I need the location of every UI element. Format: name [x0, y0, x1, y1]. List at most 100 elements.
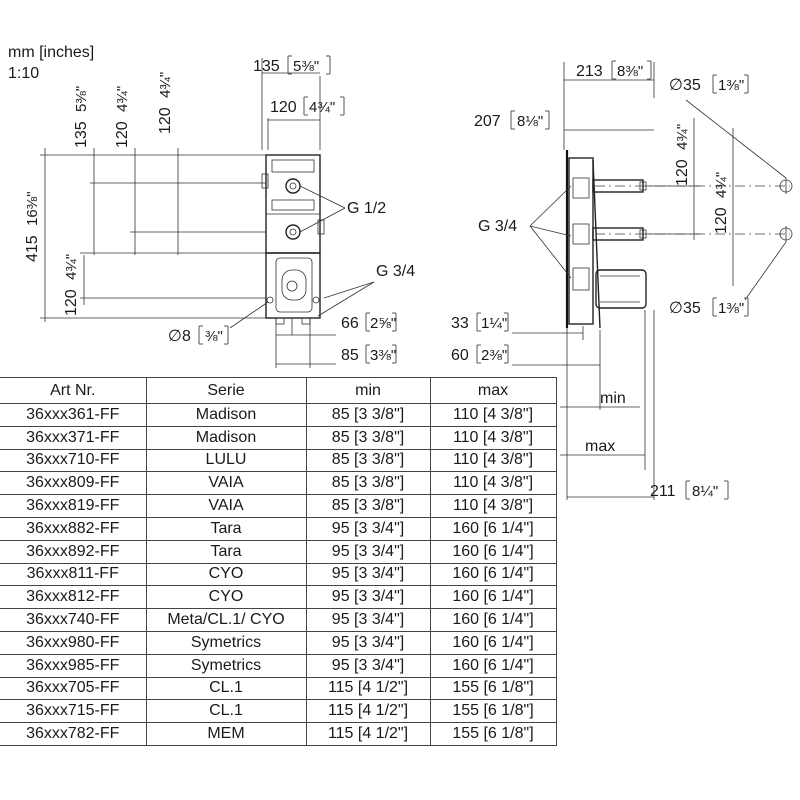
- min-cell: 115 [4 1/2"]: [305, 676, 431, 701]
- max-cell: 160 [6 1/4"]: [429, 562, 557, 587]
- max-cell: 155 [6 1/8"]: [429, 676, 557, 701]
- side-dia-bottom-inch: 1⅜": [718, 300, 744, 317]
- dim-85-inch: 3⅜": [370, 347, 396, 364]
- dim-66: 66: [341, 315, 359, 332]
- art-nr-cell: 36xxx809-FF: [0, 471, 147, 496]
- side-dim-60-inch: 2⅜": [481, 347, 507, 364]
- art-nr-cell: 36xxx892-FF: [0, 539, 147, 564]
- serie-cell: Meta/CL.1/ CYO: [145, 608, 307, 632]
- serie-cell: Symetrics: [145, 630, 307, 655]
- max-cell: 110 [4 3/8"]: [429, 494, 557, 518]
- table-header-row: Art Nr. Serie min max: [0, 377, 557, 404]
- art-nr-cell: 36xxx371-FF: [0, 425, 147, 450]
- upper-outlet: [285, 178, 301, 194]
- vdim-135-inch: 5⅜": [73, 86, 90, 112]
- max-cell: 155 [6 1/8"]: [429, 699, 557, 724]
- side-vdim-120a: 120: [674, 159, 691, 186]
- min-cell: 115 [4 1/2"]: [305, 722, 431, 746]
- side-thread-label: G 3/4: [478, 218, 517, 235]
- art-nr-cell: 36xxx715-FF: [0, 699, 147, 724]
- art-nr-cell: 36xxx812-FF: [0, 585, 147, 610]
- min-cell: 85 [3 3/8"]: [305, 403, 431, 427]
- art-nr-cell: 36xxx980-FF: [0, 630, 147, 655]
- min-cell: 85 [3 3/8"]: [305, 494, 431, 518]
- art-nr-cell: 36xxx811-FF: [0, 562, 147, 587]
- max-cell: 160 [6 1/4"]: [429, 539, 557, 564]
- serie-cell: Symetrics: [145, 653, 307, 678]
- front-view: 135 5⅜" 120 4¾" 135 5⅜" 120 4¾" 120 4¾": [24, 55, 415, 368]
- max-cell: 110 [4 3/8"]: [429, 403, 557, 427]
- side-dim-213-inch: 8⅜": [617, 63, 643, 80]
- serie-cell: CYO: [145, 562, 307, 587]
- side-dim-60: 60: [451, 347, 469, 364]
- dim-120-top: 120: [270, 99, 297, 116]
- serie-cell: CYO: [145, 585, 307, 610]
- art-nr-cell: 36xxx361-FF: [0, 403, 147, 427]
- vdim-415-inch: 16⅜": [24, 191, 41, 226]
- diameter-8-inch: ⅜": [205, 328, 223, 345]
- vdim-120b-inch: 4¾": [157, 72, 174, 98]
- serie-cell: Madison: [145, 403, 307, 427]
- vdim-415: 415: [24, 235, 41, 262]
- header-art-nr: Art Nr.: [0, 377, 147, 404]
- side-dia-top-inch: 1⅜": [718, 77, 744, 94]
- serie-cell: VAIA: [145, 494, 307, 518]
- art-nr-cell: 36xxx705-FF: [0, 676, 147, 701]
- side-dim-33-inch: 1¼": [481, 315, 507, 332]
- max-cell: 155 [6 1/8"]: [429, 722, 557, 746]
- side-dia-top: ∅35: [669, 77, 701, 94]
- serie-cell: CL.1: [145, 676, 307, 701]
- side-vdim-120b: 120: [713, 207, 730, 234]
- thread-lower-label: G 3/4: [376, 263, 415, 280]
- diameter-8: ∅8: [168, 328, 191, 345]
- dim-85: 85: [341, 347, 359, 364]
- dim-66-inch: 2⅝": [370, 315, 396, 332]
- min-cell: 95 [3 3/4"]: [305, 653, 431, 678]
- max-cell: 110 [4 3/8"]: [429, 471, 557, 496]
- vdim-120b: 120: [157, 107, 174, 134]
- header-max: max: [429, 377, 557, 404]
- dim-135-top-inch: 5⅜": [293, 58, 319, 75]
- side-dim-211-inch: 8¼": [692, 483, 718, 500]
- min-cell: 85 [3 3/8"]: [305, 471, 431, 496]
- middle-outlet: [285, 224, 301, 240]
- side-dim-207-inch: 8⅛": [517, 113, 543, 130]
- serie-cell: Madison: [145, 425, 307, 450]
- min-cell: 95 [3 3/4"]: [305, 630, 431, 655]
- serie-cell: MEM: [145, 722, 307, 746]
- serie-cell: VAIA: [145, 471, 307, 496]
- vdim-120c-inch: 4¾": [63, 254, 80, 280]
- side-dim-33: 33: [451, 315, 469, 332]
- serie-cell: LULU: [145, 448, 307, 473]
- side-dim-211: 211: [650, 483, 676, 500]
- scale-label: 1:10: [8, 65, 39, 82]
- min-cell: 85 [3 3/8"]: [305, 448, 431, 473]
- min-cell: 95 [3 3/4"]: [305, 539, 431, 564]
- max-cell: 110 [4 3/8"]: [429, 448, 557, 473]
- max-cell: 160 [6 1/4"]: [429, 653, 557, 678]
- header-min: min: [305, 377, 431, 404]
- spindle-lower: [595, 269, 647, 309]
- max-cell: 160 [6 1/4"]: [429, 516, 557, 541]
- side-dia-bottom: ∅35: [669, 300, 701, 317]
- art-nr-cell: 36xxx985-FF: [0, 653, 147, 678]
- side-body: [568, 157, 594, 325]
- max-cell: 160 [6 1/4"]: [429, 585, 557, 610]
- side-vdim-120a-inch: 4¾": [674, 124, 691, 150]
